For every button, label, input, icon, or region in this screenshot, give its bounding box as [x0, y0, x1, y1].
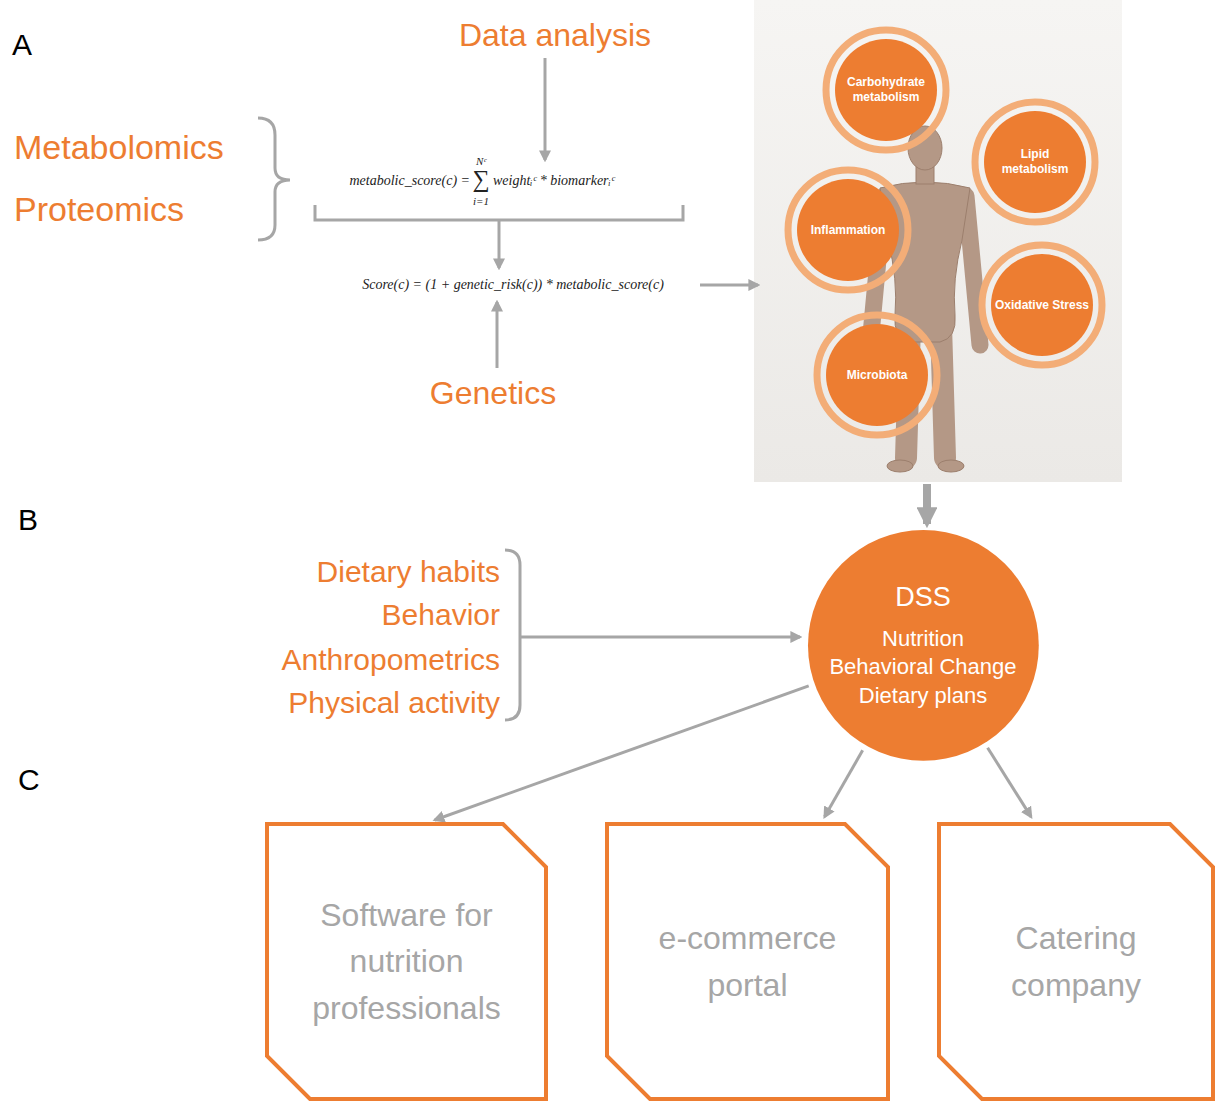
input-label: Data analysis: [459, 17, 651, 54]
output-box: Software for nutrition professionals: [265, 822, 548, 1101]
node-label: Catering company: [965, 915, 1187, 1008]
node-label: e-commerce portal: [633, 915, 862, 1008]
input-label: Behavior: [382, 598, 500, 633]
flow-arrow: [520, 636, 800, 639]
node-text: Microbiota: [813, 311, 941, 439]
factor-circle: Oxidative Stress: [978, 241, 1106, 369]
circle-ring: [817, 315, 937, 435]
input-label: Anthropometrics: [282, 643, 500, 678]
input-label: Metabolomics: [14, 128, 224, 167]
node-label: Microbiota: [829, 368, 925, 383]
flow-arrow: [700, 284, 758, 287]
node-label: Nutrition: [882, 625, 964, 654]
circle-ring: [975, 102, 1095, 222]
factor-circle: Inflammation: [784, 166, 912, 294]
input-label: Proteomics: [14, 190, 184, 229]
panel-letter: C: [18, 763, 40, 798]
panel-letter: B: [18, 503, 38, 538]
flow-arrow: [496, 302, 499, 368]
right-leg: [941, 325, 945, 458]
node-text: Catering company: [937, 915, 1215, 1008]
node-label: Behavioral Change: [829, 653, 1016, 682]
right-arm: [966, 196, 980, 345]
formula-part: i=1: [473, 195, 489, 208]
factor-circle: Carbohydrate metabolism: [822, 26, 950, 154]
formula-part: metabolic_score(c) =: [350, 173, 471, 189]
factor-circle: Lipid metabolism: [971, 98, 1099, 226]
circle-fill: [835, 39, 937, 141]
node-label: Dietary plans: [859, 682, 987, 711]
node-outline: [605, 822, 890, 1101]
bracket: [315, 205, 683, 220]
node-label: Oxidative Stress: [994, 298, 1090, 313]
node-text: Inflammation: [784, 166, 912, 294]
flow-arrow: [544, 58, 547, 160]
output-box: Catering company: [937, 822, 1215, 1101]
bracket: [505, 550, 520, 720]
circle-fill: [808, 530, 1039, 761]
formula-part: ∑: [472, 166, 489, 194]
node-label: Lipid metabolism: [987, 147, 1083, 177]
input-label: Dietary habits: [317, 555, 500, 590]
output-box: e-commerce portal: [605, 822, 890, 1101]
figure-panel: [754, 0, 1122, 482]
node-label: Carbohydrate metabolism: [838, 75, 934, 105]
formula: Score(c) = (1 + genetic_risk(c)) * metab…: [362, 277, 664, 293]
circle-fill: [797, 179, 899, 281]
flow-arrow: [923, 484, 931, 524]
node-text: Software for nutrition professionals: [265, 892, 548, 1031]
node-outline: [937, 822, 1215, 1101]
formula-part: weightᵢᶜ * biomarkerᵢᶜ: [493, 173, 614, 189]
factor-circle: Microbiota: [813, 311, 941, 439]
brace: [258, 118, 290, 240]
circle-fill: [984, 111, 1086, 213]
input-label: Genetics: [430, 375, 556, 412]
formula-part: Nᶜ: [476, 155, 486, 168]
box-outline: [939, 824, 1213, 1099]
node-text: DSS NutritionBehavioral ChangeDietary pla…: [804, 526, 1043, 765]
circle-ring: [982, 245, 1102, 365]
box-outline: [267, 824, 546, 1099]
connector-arrow: [825, 750, 863, 816]
panel-letter: A: [12, 28, 32, 63]
right-foot: [938, 460, 964, 472]
flow-arrow: [498, 220, 501, 268]
left-foot: [887, 460, 913, 472]
node-label: Inflammation: [800, 223, 896, 238]
circle-ring: [826, 30, 946, 150]
connector-arrow: [988, 748, 1031, 817]
circle-fill: [826, 324, 928, 426]
circle-ring: [788, 170, 908, 290]
node-heading: DSS: [895, 580, 951, 615]
circle-fill: [991, 254, 1093, 356]
node-text: Lipid metabolism: [971, 98, 1099, 226]
node-text: Carbohydrate metabolism: [822, 26, 950, 154]
node-text: e-commerce portal: [605, 915, 890, 1008]
node-label: Software for nutrition professionals: [293, 892, 520, 1031]
box-outline: [607, 824, 888, 1099]
dss-circle: DSS NutritionBehavioral ChangeDietary pla…: [804, 526, 1043, 765]
node-text: Oxidative Stress: [978, 241, 1106, 369]
input-label: Physical activity: [288, 686, 500, 721]
